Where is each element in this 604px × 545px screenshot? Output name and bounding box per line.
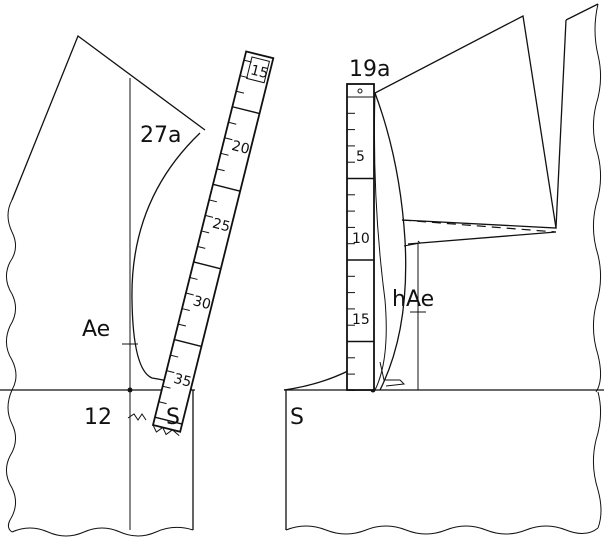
label-left-s: S: [166, 405, 180, 430]
right-shoulder-lower-line: [407, 231, 557, 245]
right-square-mark: [379, 361, 406, 387]
label-12: 12: [84, 405, 112, 430]
ruler-tick: [236, 90, 245, 94]
ruler-tick: [212, 183, 241, 192]
right-ruler-body: [346, 83, 375, 391]
right-back-top: [565, 3, 599, 21]
right-ruler-number-10: 10: [352, 231, 370, 247]
right-side-curve: [283, 369, 351, 391]
right-shoulder-outline: [374, 15, 557, 229]
left-ruler-number-20: 20: [230, 138, 251, 158]
ruler-tick: [193, 261, 221, 270]
left-ruler-ticks: [154, 59, 260, 425]
ruler-tick: [170, 354, 179, 358]
right-ruler-number-15: 15: [352, 312, 370, 328]
right-ruler-zero-mark: [357, 88, 363, 94]
left-ruler-number-30: 30: [191, 293, 212, 313]
ruler-tick: [220, 152, 229, 156]
ruler-tick: [205, 214, 214, 218]
label-left-ae: Ae: [82, 317, 110, 342]
right-ruler-ticks: [347, 112, 374, 391]
left-ruler-labels: 15 20 25 30 35: [172, 56, 271, 391]
label-right-ae: Ae: [406, 287, 434, 312]
ruler-tick: [158, 401, 167, 405]
left-ruler-number-15: 15: [249, 62, 270, 82]
left-ruler: 15 20 25 30 35: [151, 50, 275, 437]
right-ruler-number-5: 5: [356, 149, 365, 165]
ruler-tick: [181, 308, 190, 311]
label-right-s: S: [290, 405, 304, 430]
ruler-tick: [224, 137, 233, 141]
ruler-tick: [232, 106, 260, 115]
left-ruler-end-tear: [152, 424, 180, 437]
ruler-tick: [162, 385, 171, 389]
ruler-tick: [154, 416, 183, 425]
right-dashed-guide: [401, 219, 557, 233]
left-lower-wavy-edge: [6, 389, 16, 533]
ruler-tick: [174, 338, 202, 348]
right-back-line: [555, 19, 567, 229]
label-19a: 19a: [349, 57, 390, 82]
right-figure: 5 10 15 19a h Ae S: [283, 3, 604, 535]
left-tear-mark: [127, 413, 147, 421]
right-bottom-wavy-edge: [285, 525, 599, 535]
ruler-tick: [197, 245, 206, 249]
left-corner-point: [127, 387, 133, 393]
left-wavy-edge: [6, 199, 17, 391]
ruler-tick: [166, 370, 175, 374]
right-notch-mark: [403, 240, 422, 247]
ruler-tick: [216, 168, 225, 172]
right-inner-armhole-curve: [373, 92, 387, 391]
right-ruler: 5 10 15: [346, 83, 375, 391]
left-figure: 15 20 25 30 35 27a Ae 12 S: [0, 34, 275, 537]
ruler-tick: [178, 323, 187, 327]
left-bottom-wavy-edge: [11, 526, 194, 537]
label-h: h: [392, 287, 406, 312]
left-ruler-number-35: 35: [172, 371, 193, 391]
ruler-tick: [185, 292, 194, 296]
right-wavy-edge: [592, 3, 602, 393]
left-ruler-body: [151, 50, 275, 433]
left-bodice-outline: [11, 34, 206, 201]
label-27a: 27a: [140, 123, 181, 148]
ruler-tick: [228, 121, 237, 125]
right-armhole-curve: [374, 92, 407, 391]
ruler-tick: [189, 277, 198, 280]
ruler-tick: [209, 199, 218, 203]
left-ruler-number-25: 25: [211, 216, 232, 236]
ruler-tick: [201, 230, 210, 234]
right-lower-wavy-edge: [592, 391, 602, 529]
left-ruler-box-15: [246, 56, 271, 84]
